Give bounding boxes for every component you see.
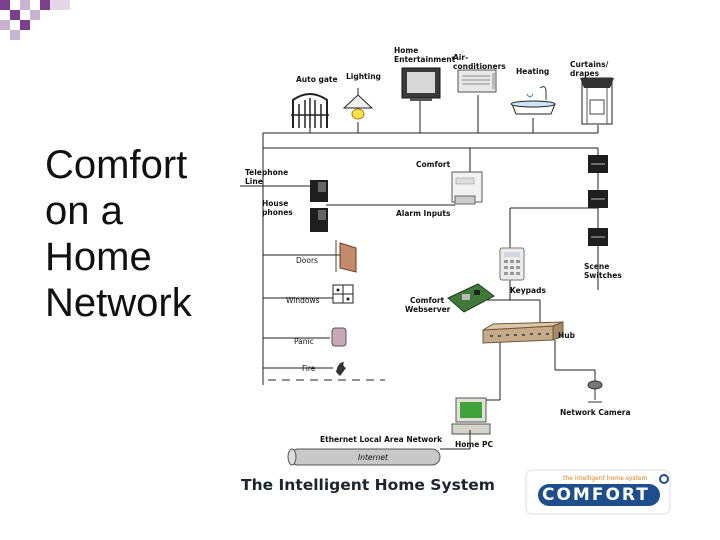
comfort-logo xyxy=(525,469,671,515)
home-pc-label: Home PC xyxy=(455,440,493,449)
hub-icon xyxy=(482,321,564,344)
telephone-line-label-2: Line xyxy=(245,177,263,186)
air-conditioner-icon xyxy=(457,69,497,93)
comfort-controller-icon xyxy=(451,171,483,205)
house-phone-icon xyxy=(310,208,328,232)
keypads-label: Keypads xyxy=(510,286,546,295)
house-phones-label: House xyxy=(262,199,289,208)
home-entertainment-icon xyxy=(401,67,441,101)
scene-switches-label: Scene xyxy=(584,262,610,271)
ethernet-lan-label: Ethernet Local Area Network xyxy=(320,435,443,444)
network-camera-icon xyxy=(587,380,603,403)
curtains-label-2: drapes xyxy=(570,69,600,78)
scene-switches-label-2: Switches xyxy=(584,271,622,280)
hub-label: Hub xyxy=(558,331,575,340)
title-line: on a xyxy=(45,189,123,233)
keypad-icon xyxy=(499,247,525,281)
lighting-label: Lighting xyxy=(346,72,381,81)
ethernet-bar xyxy=(287,430,471,466)
heating-label: Heating xyxy=(516,67,550,76)
house-phones-label-2: phones xyxy=(262,208,293,217)
fire-label: Fire xyxy=(302,364,316,373)
internet-label: Internet xyxy=(358,453,388,462)
air-conditioners-label-2: conditioners xyxy=(453,62,506,71)
logo-tagline: the intelligent home system xyxy=(563,475,648,482)
window-icon xyxy=(332,284,354,304)
slide-title: Comfort on a Home Network xyxy=(45,142,192,326)
home-entertainment-label-2: Entertainment xyxy=(394,55,456,64)
panic-label: Panic xyxy=(294,337,314,346)
title-line: Home xyxy=(45,235,152,279)
comfort-webserver-label-2: Webserver xyxy=(405,305,451,314)
scene-switch-icon xyxy=(588,190,608,208)
auto-gate-icon xyxy=(291,93,329,128)
alarm-inputs-label: Alarm Inputs xyxy=(396,209,451,218)
title-line: Comfort xyxy=(45,143,188,187)
lighting-icon xyxy=(342,88,374,120)
comfort-label: Comfort xyxy=(416,160,451,169)
auto-gate-label: Auto gate xyxy=(296,75,338,84)
title-line: Network xyxy=(45,281,192,325)
scene-switch-icon xyxy=(588,155,608,173)
home-pc-icon xyxy=(451,397,491,435)
doors-label: Doors xyxy=(296,256,318,265)
air-conditioners-label: Air- xyxy=(453,53,469,62)
logo-wordmark: COMFORT xyxy=(542,485,650,505)
heating-icon xyxy=(510,86,556,115)
windows-label: Windows xyxy=(286,296,320,305)
curtains-label: Curtains/ xyxy=(570,60,609,69)
panic-button-icon xyxy=(331,327,347,347)
scene-switch-icon xyxy=(588,228,608,246)
webserver-board-icon xyxy=(447,283,495,313)
door-icon xyxy=(335,240,357,273)
network-camera-label: Network Camera xyxy=(560,408,631,417)
home-entertainment-label: Home xyxy=(394,46,419,55)
curtains-icon xyxy=(580,77,614,125)
footer-tagline: The Intelligent Home System xyxy=(241,476,495,494)
fire-icon xyxy=(336,362,346,376)
telephone-icon xyxy=(310,180,328,202)
comfort-webserver-label: Comfort xyxy=(410,296,445,305)
telephone-line-label: Telephone xyxy=(245,168,289,177)
corner-decoration xyxy=(0,0,70,40)
